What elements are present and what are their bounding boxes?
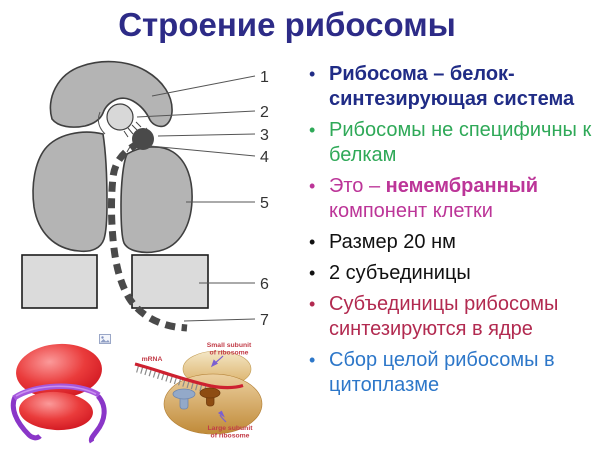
diagram-number-6: 6 (260, 276, 269, 293)
membrane-left-rect (21, 254, 98, 309)
polypeptide-chain (108, 139, 188, 332)
small-subunit-label: Small subunit (207, 342, 252, 349)
bullet-item-ribosome-definition: • Рибосома – белок-синтезирующая система (303, 62, 594, 112)
mrna-ribbon-sheen (15, 385, 97, 397)
leader-line-2 (136, 110, 256, 118)
labeled-ribosome-illustration: Small subunit of ribosome mRNA Large sub… (134, 342, 263, 440)
trna-brown (199, 387, 221, 407)
bullet-marker: • (309, 263, 316, 283)
diagram-number-3: 3 (260, 127, 269, 144)
membrane-right-rect (131, 254, 209, 309)
diagram-number-1: 1 (260, 69, 269, 86)
small-subunit-shape (49, 60, 173, 128)
bullet-marker: • (309, 350, 316, 370)
mrna-label: mRNA (142, 356, 163, 363)
leader-lines (136, 75, 256, 322)
diagram-number-2: 2 (260, 104, 269, 121)
bullet-text: Это – немембранный компонент клетки (329, 175, 539, 222)
bullet-item-non-membrane: • Это – немембранный компонент клетки (303, 174, 594, 224)
bullet-text: Размер 20 нм (329, 231, 456, 253)
large-subunit-label: Large subunit (208, 425, 254, 432)
large-subunit-left-shape (32, 131, 108, 253)
diagram-numbers: 1 2 3 4 5 6 7 (260, 69, 269, 329)
label-arrows (210, 355, 227, 423)
image-placeholder-icon (99, 334, 111, 344)
leader-line-3 (157, 133, 256, 137)
trna-blue (172, 388, 196, 410)
bullet-text: Субъединицы рибосомы синтезируются в ядр… (329, 293, 559, 340)
leader-line-4 (149, 145, 256, 157)
bullet-marker: • (309, 120, 316, 140)
channel-line-left (97, 111, 106, 135)
bullet-text: 2 субъединицы (329, 262, 471, 284)
large-subunit-label-2: of ribosome (211, 433, 250, 440)
bullet-marker: • (309, 294, 316, 314)
slide-title: Строение рибосомы (118, 6, 456, 43)
bullet-text: Сбор целой рибосомы в цитоплазме (329, 349, 555, 396)
leader-line-7 (183, 318, 256, 322)
small-subunit-label-2: of ribosome (210, 350, 249, 357)
bullet-marker: • (309, 232, 316, 252)
mrna-ribbon-right-tail (88, 394, 107, 444)
diagram-number-5: 5 (260, 195, 269, 212)
bullet-item-size: • Размер 20 нм (303, 230, 594, 255)
mrna-ribbon-left-tail (10, 395, 42, 441)
trna-dark-circle (132, 128, 154, 150)
large-subunit-right-shape (120, 146, 193, 254)
bullet-marker: • (309, 64, 316, 84)
ribosome-diagram: 1 2 3 4 5 6 7 (21, 60, 269, 332)
bullet-list: • Рибосома – белок-синтезирующая система… (303, 62, 594, 404)
mrna-strand (134, 362, 244, 390)
mrna-entry-circle (106, 103, 134, 131)
diagram-number-7: 7 (260, 312, 269, 329)
red-small-subunit (19, 391, 93, 431)
mrna-teeth (136, 365, 210, 394)
bullet-text: Рибосомы не специфичны к белкам (329, 119, 592, 166)
red-ribosome-illustration (10, 343, 107, 444)
bullet-text: Рибосома – белок-синтезирующая система (329, 63, 575, 110)
red-large-subunit (16, 343, 102, 399)
bullet-item-synthesis-nucleus: • Субъединицы рибосомы синтезируются в я… (303, 292, 594, 342)
diagram-number-4: 4 (260, 149, 269, 166)
leader-line-1 (151, 75, 256, 97)
bullet-marker: • (309, 176, 316, 196)
bullet-item-not-specific: • Рибосомы не специфичны к белкам (303, 118, 594, 168)
inset-labels: Small subunit of ribosome mRNA Large sub… (142, 342, 254, 440)
bullet-item-assembly-cytoplasm: • Сбор целой рибосомы в цитоплазме (303, 348, 594, 398)
bullet-item-subunits: • 2 субъединицы (303, 261, 594, 286)
